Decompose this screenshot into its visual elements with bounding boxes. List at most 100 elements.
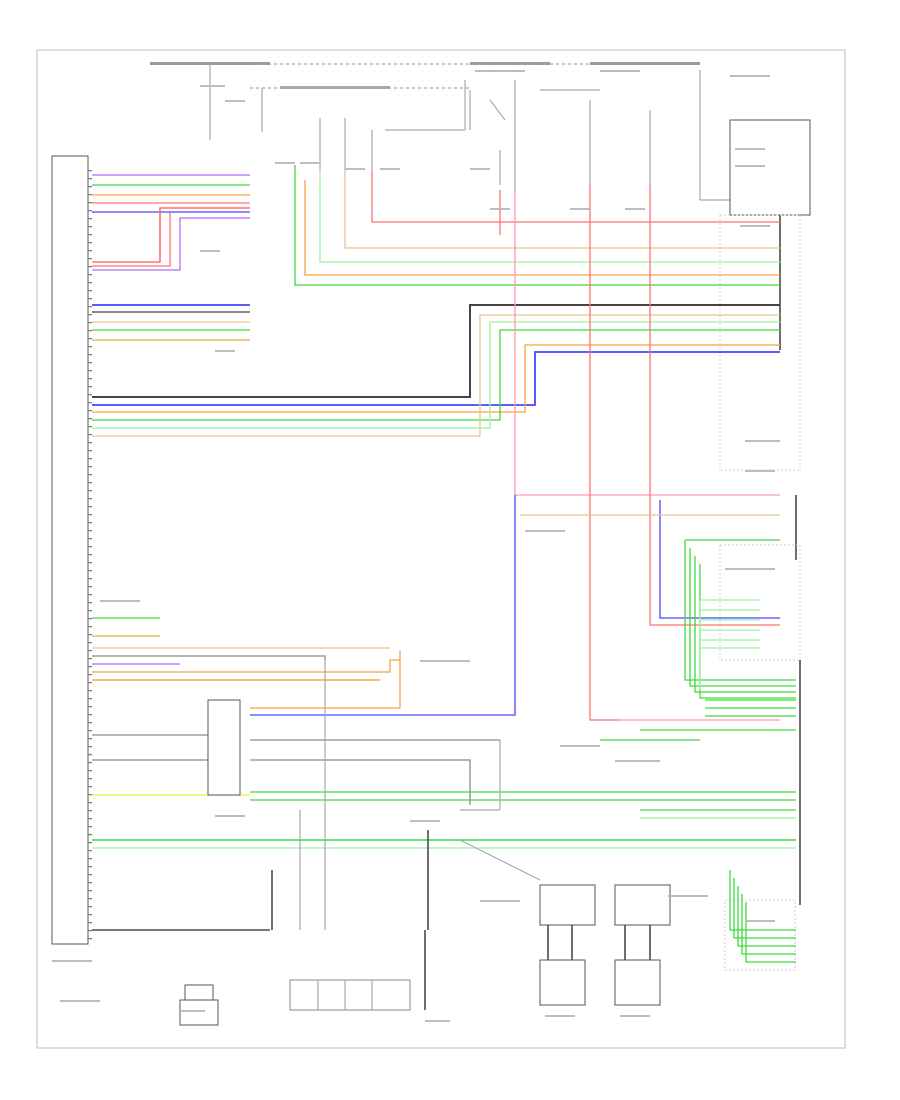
connector-pin xyxy=(88,898,92,900)
label-placeholder xyxy=(200,250,220,252)
connector-pin xyxy=(88,826,92,828)
label-placeholder xyxy=(470,168,490,170)
connector-pin xyxy=(88,730,92,732)
connector-pin xyxy=(88,914,92,916)
label-placeholder xyxy=(475,70,525,72)
connector-pin xyxy=(88,258,92,260)
label-placeholder xyxy=(668,895,708,897)
label-placeholder xyxy=(745,920,775,922)
label-placeholder xyxy=(490,208,510,210)
wire xyxy=(92,659,400,673)
wire xyxy=(92,304,780,398)
wire xyxy=(371,170,780,223)
connector-pin xyxy=(88,938,92,940)
wire xyxy=(92,344,780,413)
connector-pin xyxy=(88,890,92,892)
connector-pin xyxy=(88,426,92,428)
connector-pin xyxy=(88,802,92,804)
connector-pin xyxy=(88,834,92,836)
antenna-right xyxy=(539,959,586,1006)
connector-pin xyxy=(88,602,92,604)
label-placeholder xyxy=(215,815,245,817)
label-placeholder xyxy=(525,530,565,532)
connector-pin xyxy=(88,370,92,372)
connector-pin xyxy=(88,498,92,500)
wire xyxy=(294,165,780,286)
connector-pin xyxy=(88,194,92,196)
connector-pin xyxy=(88,474,92,476)
connector-pin xyxy=(88,178,92,180)
connector-pin xyxy=(88,858,92,860)
connector-pin xyxy=(88,770,92,772)
bottom-sensor-box xyxy=(179,999,219,1026)
connector-pin xyxy=(88,650,92,652)
wire xyxy=(92,329,780,421)
label-placeholder xyxy=(570,208,590,210)
wire xyxy=(684,540,796,681)
connector-pin xyxy=(88,722,92,724)
wire xyxy=(250,650,401,709)
wire xyxy=(92,213,171,267)
label-placeholder xyxy=(180,1010,205,1012)
connector-pin xyxy=(88,786,92,788)
label-placeholder xyxy=(52,960,92,962)
connector-pin xyxy=(88,698,92,700)
connector-pin xyxy=(88,850,92,852)
connector-pin xyxy=(88,562,92,564)
connector-pin xyxy=(88,554,92,556)
connector-pin xyxy=(88,690,92,692)
connector-pin xyxy=(88,738,92,740)
left-module-connector xyxy=(51,155,89,945)
connector-pin xyxy=(88,298,92,300)
left-connector-pins xyxy=(88,170,92,940)
connector-pin xyxy=(88,218,92,220)
connector-pin xyxy=(88,410,92,412)
connector-pin xyxy=(88,514,92,516)
wire xyxy=(649,185,780,626)
connector-pin xyxy=(88,450,92,452)
wire xyxy=(733,878,796,939)
wire-harness xyxy=(92,165,796,963)
connector-pin xyxy=(88,482,92,484)
connector-pin xyxy=(88,314,92,316)
label-placeholder xyxy=(735,165,765,167)
module-door-right xyxy=(539,884,596,926)
connector-pin xyxy=(88,586,92,588)
connector-pin xyxy=(88,442,92,444)
top-labels xyxy=(150,62,700,89)
label-placeholder xyxy=(745,470,775,472)
wire xyxy=(689,548,796,687)
connector-pin xyxy=(88,506,92,508)
connector-pin xyxy=(88,778,92,780)
connector-pin xyxy=(88,330,92,332)
connector-pin xyxy=(88,634,92,636)
connector-pin xyxy=(88,882,92,884)
label-placeholder xyxy=(615,760,660,762)
connector-pin xyxy=(88,170,92,172)
wire xyxy=(250,495,516,716)
connector-pin xyxy=(88,714,92,716)
connector-pin xyxy=(88,922,92,924)
connector-pin xyxy=(88,674,92,676)
connector-pin xyxy=(88,362,92,364)
label-placeholder xyxy=(275,162,295,164)
wire xyxy=(92,321,780,429)
connector-pin xyxy=(88,434,92,436)
connector-pin xyxy=(88,418,92,420)
label-placeholder xyxy=(725,568,775,570)
wire xyxy=(745,902,796,963)
connector-pin xyxy=(88,610,92,612)
wire xyxy=(319,170,780,263)
connector-pin xyxy=(88,546,92,548)
connector-pin xyxy=(88,754,92,756)
connector-pin xyxy=(88,818,92,820)
wire xyxy=(304,180,780,276)
wire xyxy=(92,655,326,660)
connector-pin xyxy=(88,354,92,356)
label-placeholder xyxy=(100,600,140,602)
right-connector-strip xyxy=(719,214,801,971)
wire xyxy=(92,207,250,263)
label-placeholder xyxy=(60,1000,100,1002)
connector-pin xyxy=(88,226,92,228)
label-placeholder xyxy=(345,168,365,170)
